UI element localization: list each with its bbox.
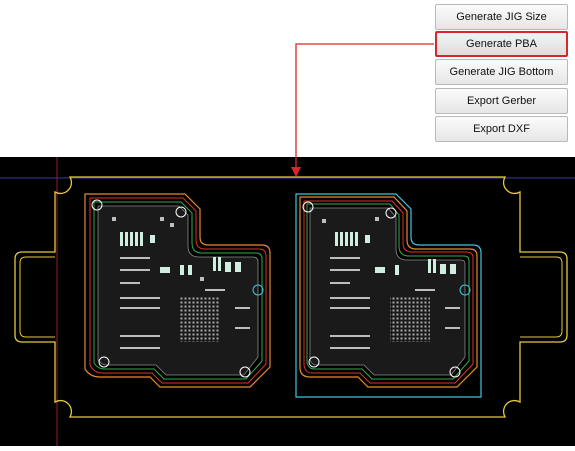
pcb-component-icon xyxy=(112,217,250,349)
pcb-component-icon xyxy=(120,232,241,275)
mounting-hole-icon xyxy=(91,199,103,211)
pcb-board-left xyxy=(84,193,271,388)
pcb-component-icon xyxy=(335,232,456,275)
bga-chip xyxy=(180,297,220,342)
pcb-board-right xyxy=(295,193,482,398)
pcb-layout xyxy=(0,157,575,446)
mounting-hole-icon xyxy=(302,201,314,213)
mounting-hole-icon xyxy=(239,366,251,378)
jig-tab-right xyxy=(520,256,563,338)
generate-pba-button[interactable]: Generate PBA xyxy=(435,31,568,57)
mounting-hole-icon xyxy=(175,206,187,218)
mounting-hole-icon xyxy=(252,284,264,296)
mounting-hole-icon xyxy=(98,356,110,368)
pcb-design-canvas[interactable] xyxy=(0,157,575,446)
jig-tab-left xyxy=(19,256,55,338)
mounting-hole-icon xyxy=(308,356,320,368)
bga-chip xyxy=(390,297,430,342)
jig-outline xyxy=(14,176,568,418)
generate-jig-size-button[interactable]: Generate JIG Size xyxy=(435,4,568,30)
generate-jig-bottom-button[interactable]: Generate JIG Bottom xyxy=(435,59,568,85)
mounting-hole-icon xyxy=(459,284,471,296)
export-gerber-button[interactable]: Export Gerber xyxy=(435,88,568,114)
mounting-hole-icon xyxy=(449,366,461,378)
export-dxf-button[interactable]: Export DXF xyxy=(435,116,568,142)
pcb-component-icon xyxy=(322,217,460,349)
mounting-hole-icon xyxy=(385,207,397,219)
